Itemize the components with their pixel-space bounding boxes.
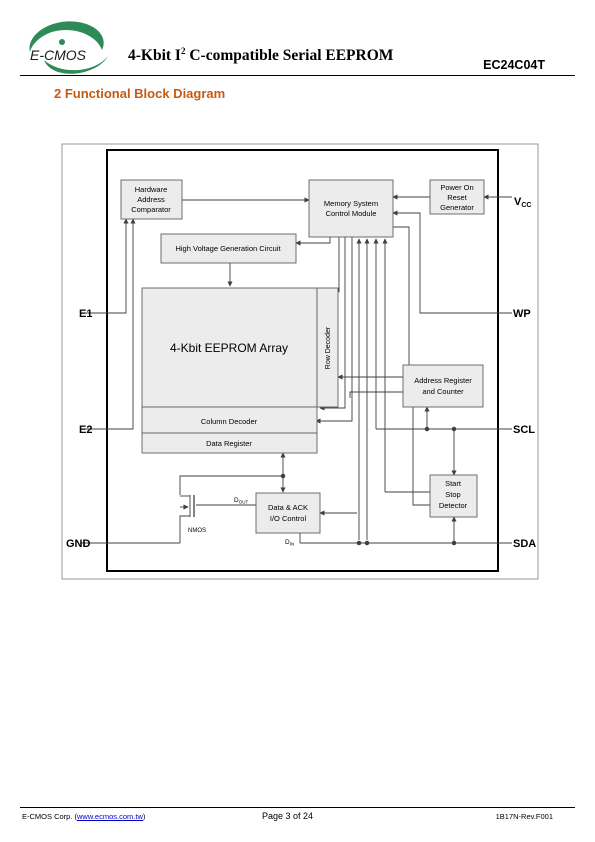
hw-comparator-label-1: Hardware (135, 185, 168, 194)
title-suffix: C-compatible Serial EEPROM (185, 47, 394, 65)
data-ack-label-2: I/O Control (270, 514, 307, 523)
row-decoder-label: Row Decoder (325, 326, 332, 369)
pin-wp: WP (513, 308, 531, 320)
data-register-block (141, 432, 318, 454)
row-decoder-block (316, 287, 339, 408)
din-label: DIN (285, 539, 294, 547)
footer-website-link[interactable]: www.ecmos.com.tw (77, 812, 143, 821)
section-heading: 2 Functional Block Diagram (54, 86, 226, 101)
footer-company-name: E-CMOS Corp. ( (22, 812, 78, 821)
memory-control-block (308, 179, 394, 238)
pin-gnd: GND (66, 538, 91, 550)
column-decoder-label: Column Decoder (201, 417, 258, 426)
pin-vcc: VCC (514, 196, 531, 209)
start-stop-label-1: Start (445, 479, 462, 488)
title-prefix: 4-Kbit I (128, 47, 181, 65)
power-on-reset-block (429, 179, 485, 215)
footer-company: E-CMOS Corp. (www.ecmos.com.tw) (22, 812, 145, 821)
address-register-block (402, 364, 484, 408)
chip-boundary (106, 149, 499, 572)
power-on-reset-label-3: Generator (440, 203, 474, 212)
pin-e1: E1 (79, 308, 92, 320)
data-ack-block (255, 492, 321, 534)
start-stop-label-2: Stop (445, 490, 460, 499)
hw-comparator-label-2: Address (137, 195, 165, 204)
eeprom-array-label: 4-Kbit EEPROM Array (170, 341, 288, 355)
footer-page-number: Page 3 of 24 (262, 811, 314, 821)
document-title: 4-Kbit I2 C-compatible Serial EEPROM (128, 46, 438, 65)
header-divider (20, 75, 575, 76)
address-register-label-2: and Counter (422, 387, 464, 396)
start-stop-block (429, 474, 478, 518)
nmos-label: NMOS (188, 528, 206, 534)
pin-sda: SDA (513, 538, 536, 550)
dout-label: DOUT (234, 497, 248, 505)
hw-comparator-block (120, 179, 183, 220)
title-superscript: 2 (180, 46, 186, 56)
data-ack-label-1: Data & ACK (268, 503, 308, 512)
power-on-reset-label-2: Reset (447, 193, 468, 202)
memory-control-label-2: Control Module (326, 209, 377, 218)
data-register-label: Data Register (206, 439, 252, 448)
memory-control-label-1: Memory System (324, 199, 378, 208)
logo-text: E-CMOS (30, 47, 87, 63)
start-stop-label-3: Detector (439, 501, 468, 510)
footer-company-close: ) (142, 812, 146, 821)
part-number: EC24C04T (483, 58, 545, 72)
pin-e2: E2 (79, 424, 92, 436)
hv-generation-label: High Voltage Generation Circuit (175, 244, 281, 253)
figure-frame (61, 143, 539, 580)
pin-scl: SCL (513, 424, 535, 436)
footer-divider (20, 807, 575, 808)
eeprom-array-block (141, 287, 318, 408)
ecmos-logo: E-CMOS (29, 21, 108, 74)
hw-comparator-label-3: Comparator (131, 205, 171, 214)
hv-generation-block (160, 233, 297, 264)
footer-revision: 1B17N-Rev.F001 (495, 812, 553, 821)
address-register-label-1: Address Register (414, 376, 472, 385)
power-on-reset-label-1: Power On (440, 183, 473, 192)
